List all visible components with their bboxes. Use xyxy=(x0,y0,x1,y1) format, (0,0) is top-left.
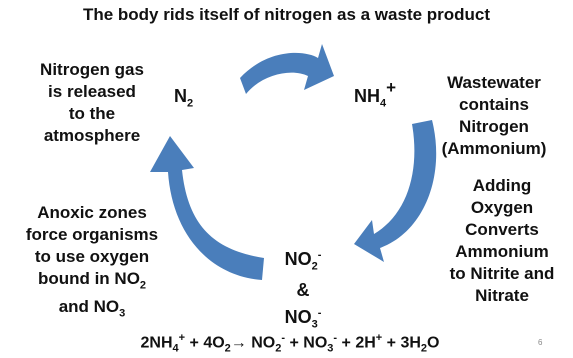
arrow-top xyxy=(240,44,334,94)
arrow-left xyxy=(150,136,264,280)
nitrite-nitrate-formula: NO2- & NO3- xyxy=(284,249,322,331)
ammonium-formula: NH4+ xyxy=(354,78,397,110)
n2-formula: N2 xyxy=(174,86,194,110)
wastewater-label: Wastewater contains Nitrogen (Ammonium) xyxy=(441,73,547,158)
slide-number: 6 xyxy=(538,338,543,347)
arrow-right xyxy=(354,120,437,262)
page-title: The body rids itself of nitrogen as a wa… xyxy=(82,5,491,24)
adding-oxygen-label: Adding Oxygen Converts Ammonium to Nitri… xyxy=(449,176,555,305)
reaction-equation: 2NH4+ + 4O2→ NO2- + NO3- + 2H+ + 3H2O xyxy=(140,332,440,355)
reaction-arrow: → xyxy=(230,334,247,352)
nitrogen-gas-label: Nitrogen gas is released to the atmosphe… xyxy=(40,60,144,145)
anoxic-zones-label: Anoxic zones force organisms to use oxyg… xyxy=(25,203,159,320)
